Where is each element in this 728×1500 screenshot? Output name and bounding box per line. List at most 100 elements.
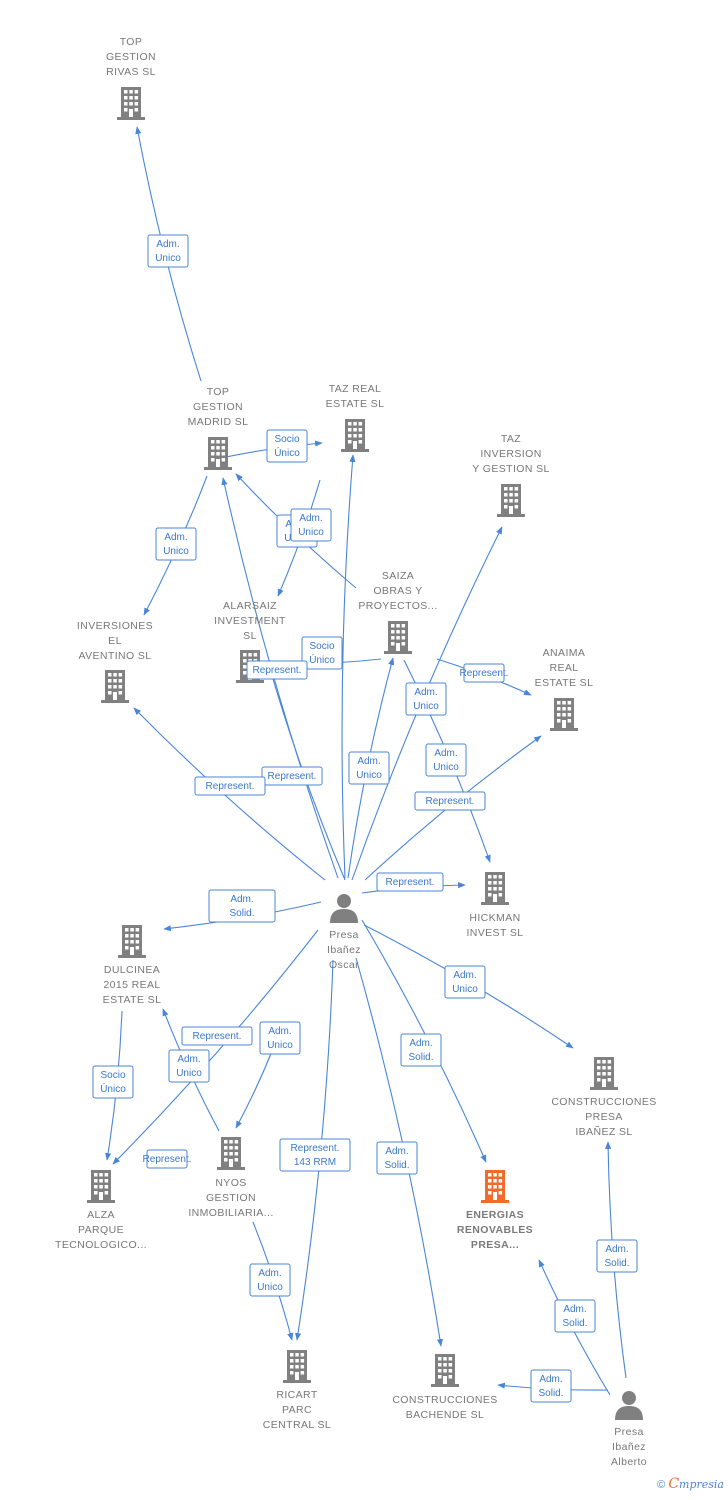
edge-label-text: Unico — [433, 762, 459, 773]
edge-label: Adm.Unico — [348, 751, 390, 785]
company-node-energias[interactable]: ENERGIASRENOVABLESPRESA... — [457, 1170, 533, 1251]
edge-label-text: Adm. — [299, 513, 322, 524]
edge-label-text: Socio — [100, 1070, 125, 1081]
company-node-alza[interactable]: ALZAPARQUETECNOLOGICO... — [55, 1170, 147, 1251]
edge-label-text: Unico — [298, 527, 324, 538]
edge-label-text: Solid. — [538, 1388, 563, 1399]
node-label: TAZ — [501, 433, 521, 445]
edge-label-text: Solid. — [604, 1258, 629, 1269]
edge-label-text: Único — [309, 653, 335, 666]
edge-label-text: Socio — [274, 434, 299, 445]
edge-label-text: Adm. — [164, 532, 187, 543]
person-icon — [330, 894, 358, 923]
node-label: ANAIMA — [543, 647, 586, 659]
node-label: ALARSAIZ — [223, 600, 277, 612]
edge-label-box — [376, 872, 444, 892]
node-label: ENERGIAS — [466, 1209, 524, 1221]
node-label: Ibañez — [612, 1441, 646, 1453]
edge-label-box — [290, 508, 332, 542]
building-icon — [87, 1170, 115, 1203]
node-label: SL — [243, 630, 257, 642]
edge-label-text: Represent. — [291, 1143, 340, 1154]
edge-label-text: Adm. — [453, 970, 476, 981]
node-label: NYOS — [215, 1177, 246, 1189]
node-label: EL — [108, 635, 122, 647]
node-label: PRESA... — [471, 1239, 519, 1251]
copyright-symbol: © — [657, 1479, 666, 1491]
node-label: INMOBILIARIA... — [188, 1207, 273, 1219]
edge-label-text: Unico — [163, 546, 189, 557]
edge-label-box — [554, 1299, 596, 1333]
edge-label-text: Solid. — [408, 1052, 433, 1063]
node-label: GESTION — [193, 401, 243, 413]
building-icon — [217, 1137, 245, 1170]
edge-label-box — [596, 1239, 638, 1273]
node-label: ESTATE SL — [326, 398, 385, 410]
brand-logo-letter: C — [668, 1476, 680, 1492]
edge-label-text: Adm. — [409, 1038, 432, 1049]
node-label: CONSTRUCCIONES — [551, 1096, 656, 1108]
edge-label: Adm.Unico — [249, 1263, 291, 1297]
footer-brand[interactable]: © Cmpresia — [657, 1476, 724, 1492]
node-label: ALZA — [87, 1209, 115, 1221]
edge-label-text: Solid. — [229, 908, 254, 919]
company-node-nyos[interactable]: NYOS GESTION INMOBILIARIA... — [188, 1137, 273, 1219]
edge-label-box — [301, 636, 343, 670]
edge-line — [112, 929, 319, 1165]
edge-label-text: Socio — [309, 641, 334, 652]
edge-label: Represent. — [261, 766, 323, 786]
building-icon — [101, 670, 129, 703]
edge-label-text: Adm. — [605, 1244, 628, 1255]
edge-label: Represent. — [376, 872, 444, 892]
edge-label-text: Único — [100, 1082, 126, 1095]
edge-label: Adm.Unico — [259, 1021, 301, 1055]
edge-label-box — [530, 1369, 572, 1403]
building-icon — [550, 698, 578, 731]
edge-label-text: Unico — [452, 984, 478, 995]
edge-label-text: Adm. — [539, 1374, 562, 1385]
edge-label-box — [405, 682, 447, 716]
edge-label: Adm.Unico — [405, 682, 447, 716]
node-label: GESTION — [206, 1192, 256, 1204]
edge-label-box — [279, 1138, 351, 1172]
edge-label-text: Adm. — [156, 239, 179, 250]
edge-label-text: Represent. — [386, 877, 435, 888]
edge-label-text: Represent. — [460, 668, 509, 679]
edge-label: Adm.Unico — [147, 234, 189, 268]
edge-label: Adm.Unico — [168, 1049, 210, 1083]
edge-label: Represent. — [194, 776, 266, 796]
edge-label-text: Represent. — [143, 1154, 192, 1165]
building-icon — [481, 872, 509, 905]
edge-label-box — [414, 791, 486, 811]
edge-label-box — [463, 663, 505, 683]
edge-label-text: Represent. — [253, 665, 302, 676]
edge-label-text: Adm. — [414, 687, 437, 698]
building-icon — [283, 1350, 311, 1383]
node-label: Presa — [329, 929, 358, 941]
building-icon — [341, 419, 369, 452]
edge-label-text: Adm. — [177, 1054, 200, 1065]
edge-label: Adm. Solid. — [596, 1239, 638, 1273]
node-label: IBAÑEZ SL — [575, 1125, 632, 1138]
node-label: GESTION — [106, 51, 156, 63]
node-label: CONSTRUCCIONES — [392, 1394, 497, 1406]
node-label: INVERSION — [480, 448, 541, 460]
node-label: Presa — [614, 1426, 643, 1438]
edge-label-box — [208, 889, 276, 923]
